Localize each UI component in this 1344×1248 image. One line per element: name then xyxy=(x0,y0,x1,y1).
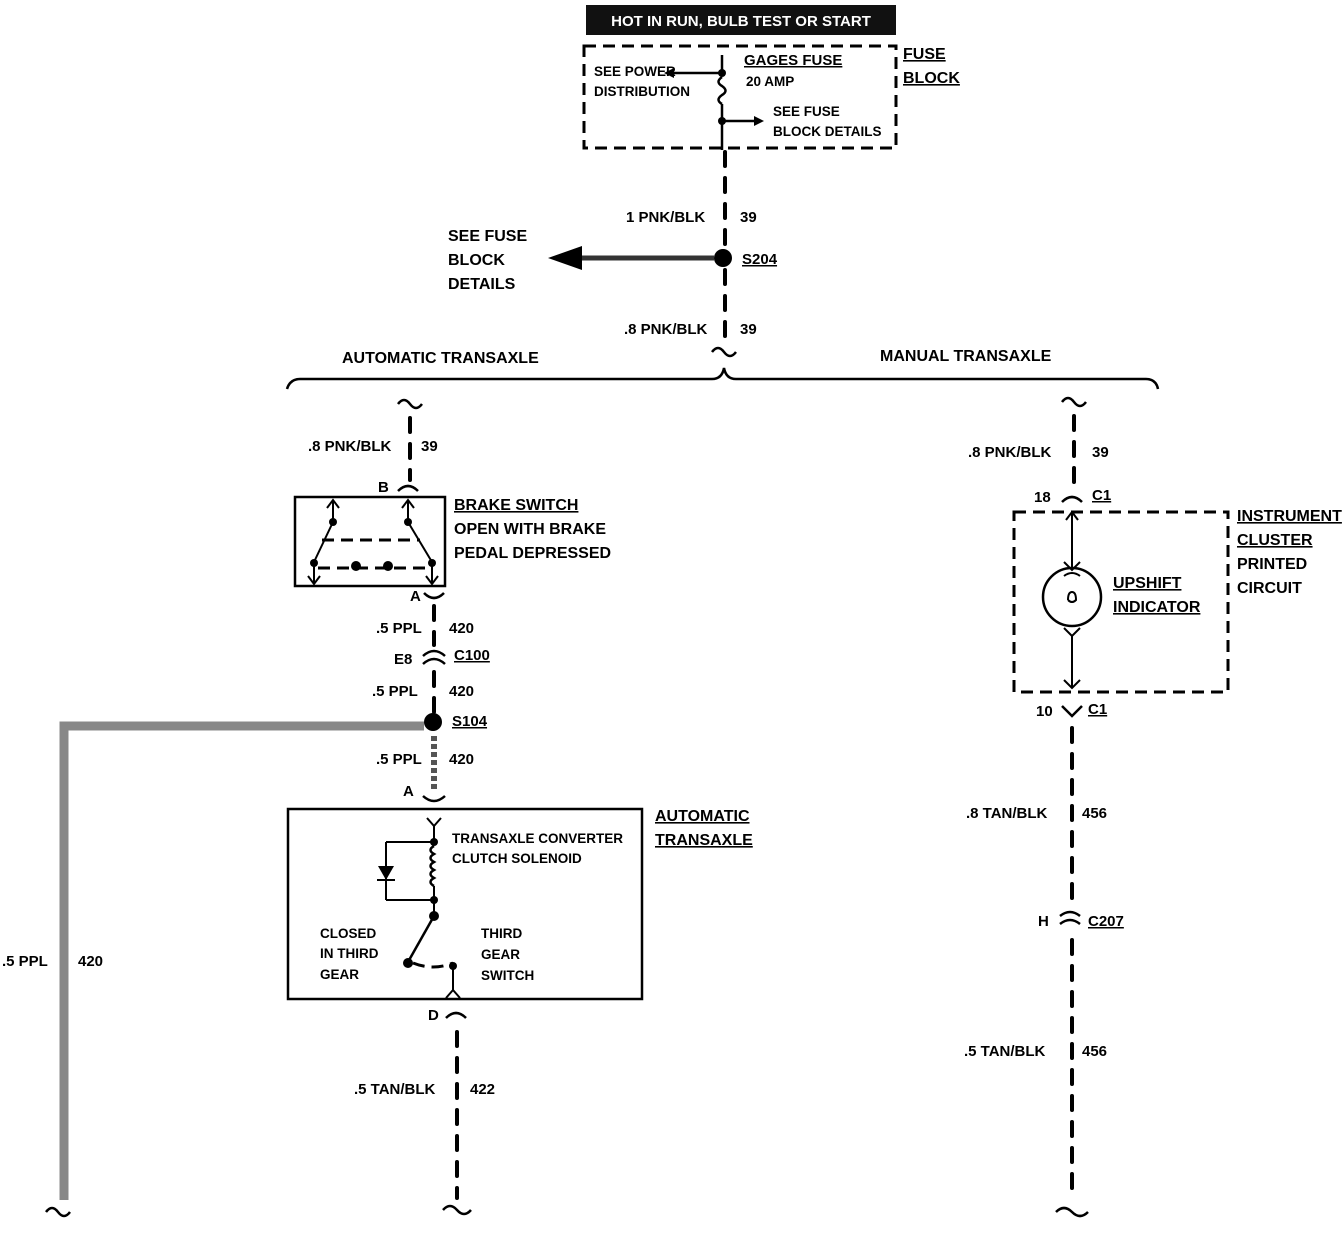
left-wire xyxy=(59,721,424,1200)
wire-top-2-gauge: .8 PNK/BLK xyxy=(624,321,708,338)
auto-wire-2-circuit: 420 xyxy=(449,620,474,637)
third-label-1: THIRD xyxy=(481,926,522,941)
brake-pin-top-icon xyxy=(397,484,419,492)
transaxle-name-1: AUTOMATIC xyxy=(655,808,750,825)
cluster-label-4: CIRCUIT xyxy=(1237,580,1302,597)
manual-wire-3-gauge: .5 TAN/BLK xyxy=(964,1043,1046,1060)
manual-wire-2-circuit: 456 xyxy=(1082,805,1107,822)
cluster-box xyxy=(1012,510,1230,694)
closed-label-3: GEAR xyxy=(320,967,359,982)
cluster-conn-bottom: C1 xyxy=(1088,701,1107,718)
fuse-name: GAGES FUSE xyxy=(744,52,842,69)
c100-pin: E8 xyxy=(394,651,412,668)
branch-brace xyxy=(285,367,1160,390)
see-fuse-2: BLOCK DETAILS xyxy=(773,124,882,139)
cluster-pin-top-icon xyxy=(1061,495,1083,503)
auto-wire-5-circuit: 422 xyxy=(470,1081,495,1098)
upshift-label-1: UPSHIFT xyxy=(1113,575,1182,592)
auto-break-symbol xyxy=(397,398,423,410)
left-wire-circuit: 420 xyxy=(78,953,103,970)
brake-switch-desc-1: OPEN WITH BRAKE xyxy=(454,521,606,538)
third-label-3: SWITCH xyxy=(481,968,534,983)
left-wire-gauge: .5 PPL xyxy=(2,953,48,970)
closed-label-1: CLOSED xyxy=(320,926,377,941)
fuse-block-label-2: BLOCK xyxy=(903,70,960,87)
third-label-2: GEAR xyxy=(481,947,520,962)
s204-see-1: SEE FUSE xyxy=(448,228,527,245)
break-symbol xyxy=(711,346,737,358)
cluster-label-2: CLUSTER xyxy=(1237,532,1313,549)
transaxle-pin-bottom: D xyxy=(428,1007,439,1024)
transaxle-pin-top-icon xyxy=(422,795,446,803)
auto-wire-3-gauge: .5 PPL xyxy=(372,683,418,700)
fuse-rating: 20 AMP xyxy=(746,74,794,89)
third-gear-switch-icon xyxy=(403,915,461,999)
manual-wire-2-gauge: .8 TAN/BLK xyxy=(966,805,1048,822)
auto-wire-3-circuit: 420 xyxy=(449,683,474,700)
brake-pin-top: B xyxy=(378,479,389,496)
transaxle-box xyxy=(286,807,644,1001)
manual-wire-1-gauge: .8 PNK/BLK xyxy=(968,444,1052,461)
branch-manual-label: MANUAL TRANSAXLE xyxy=(880,348,1052,365)
brake-switch-box xyxy=(293,495,447,588)
see-power-2: DISTRIBUTION xyxy=(594,84,690,99)
fuse-block-box xyxy=(582,44,898,150)
manual-break-symbol xyxy=(1061,396,1087,408)
fuse-block-label-1: FUSE xyxy=(903,46,946,63)
manual-bottom-break xyxy=(1055,1206,1089,1218)
cluster-pin-bottom-icon xyxy=(1061,705,1083,718)
transaxle-pin-top: A xyxy=(403,783,414,800)
s204-see-3: DETAILS xyxy=(448,276,516,293)
brake-switch-desc-2: PEDAL DEPRESSED xyxy=(454,545,611,562)
c100-connector-icon xyxy=(422,649,446,665)
brake-pin-bottom: A xyxy=(410,588,421,605)
fuse-icon xyxy=(664,55,764,150)
cluster-label-3: PRINTED xyxy=(1237,556,1307,573)
wire-top-1-gauge: 1 PNK/BLK xyxy=(626,209,705,226)
left-break-symbol xyxy=(45,1206,71,1218)
cluster-label-1: INSTRUMENT xyxy=(1237,508,1342,525)
auto-bottom-break xyxy=(442,1204,472,1216)
brake-switch-icon xyxy=(307,498,439,586)
upshift-label-2: INDICATOR xyxy=(1113,599,1201,616)
brake-pin-bottom-icon xyxy=(423,592,445,600)
auto-wire-4-gauge: .5 PPL xyxy=(376,751,422,768)
brake-switch-name: BRAKE SWITCH xyxy=(454,497,578,514)
solenoid-icon xyxy=(377,817,442,921)
splice-s204-label: S204 xyxy=(742,251,778,268)
c100-name: C100 xyxy=(454,647,490,664)
cluster-conn-top: C1 xyxy=(1092,487,1111,504)
banner-text: HOT IN RUN, BULB TEST OR START xyxy=(611,13,871,30)
transaxle-name-2: TRANSAXLE xyxy=(655,832,753,849)
manual-wire-1-circuit: 39 xyxy=(1092,444,1109,461)
wire-top-1-circuit: 39 xyxy=(740,209,757,226)
cluster-pin-top: 18 xyxy=(1034,489,1051,506)
banner-box xyxy=(586,5,896,35)
c207-connector-icon xyxy=(1059,910,1081,926)
see-fuse-1: SEE FUSE xyxy=(773,104,840,119)
c207-name: C207 xyxy=(1088,913,1124,930)
cluster-pin-bottom: 10 xyxy=(1036,703,1053,720)
transaxle-pin-bottom-icon xyxy=(445,1011,467,1019)
auto-wire-2-gauge: .5 PPL xyxy=(376,620,422,637)
auto-wire-4-circuit: 420 xyxy=(449,751,474,768)
see-power-1: SEE POWER xyxy=(594,64,676,79)
solenoid-label-1: TRANSAXLE CONVERTER xyxy=(452,831,623,846)
wire-top-2-circuit: 39 xyxy=(740,321,757,338)
s204-arrow xyxy=(548,246,582,270)
upshift-bulb-icon xyxy=(1041,510,1103,690)
splice-s104-label: S104 xyxy=(452,713,488,730)
auto-wire-1-gauge: .8 PNK/BLK xyxy=(308,438,392,455)
splice-s204-dot xyxy=(714,249,732,267)
solenoid-label-2: CLUTCH SOLENOID xyxy=(452,851,582,866)
manual-wire-3-circuit: 456 xyxy=(1082,1043,1107,1060)
splice-s104-dot xyxy=(424,713,442,731)
auto-wire-1-circuit: 39 xyxy=(421,438,438,455)
branch-auto-label: AUTOMATIC TRANSAXLE xyxy=(342,350,539,367)
s204-see-2: BLOCK xyxy=(448,252,505,269)
closed-label-2: IN THIRD xyxy=(320,946,379,961)
c207-pin: H xyxy=(1038,913,1049,930)
auto-wire-5-gauge: .5 TAN/BLK xyxy=(354,1081,436,1098)
